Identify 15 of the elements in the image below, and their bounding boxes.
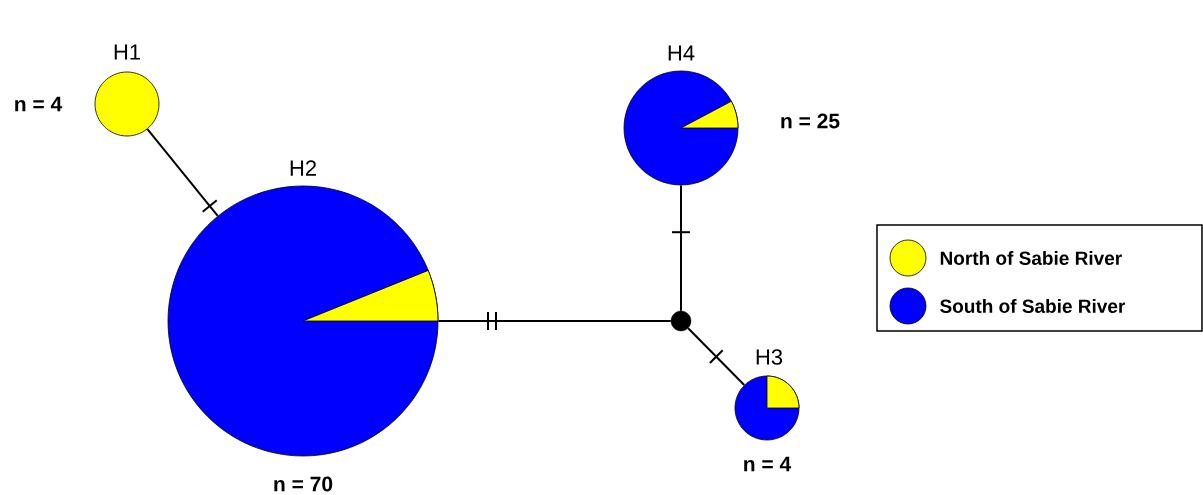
median-vector-dot bbox=[670, 310, 692, 332]
haplotype-label: H2 bbox=[290, 160, 316, 176]
legend-label: South of Sabie River bbox=[940, 299, 1126, 313]
sample-size-label: n = 25 bbox=[781, 113, 840, 129]
network-branch bbox=[687, 327, 746, 386]
haplotype-label: H3 bbox=[756, 349, 783, 365]
legend-label: North of Sabie River bbox=[940, 251, 1122, 265]
network-branch bbox=[437, 320, 672, 322]
network-branch bbox=[680, 184, 682, 312]
haplotype-label: H1 bbox=[114, 44, 140, 60]
sample-size-label: n = 4 bbox=[744, 456, 792, 472]
network-branch bbox=[146, 128, 219, 217]
haplotype-label: H4 bbox=[668, 45, 695, 61]
sample-size-label: n = 70 bbox=[274, 476, 333, 492]
sample-size-label: n = 4 bbox=[15, 96, 63, 112]
